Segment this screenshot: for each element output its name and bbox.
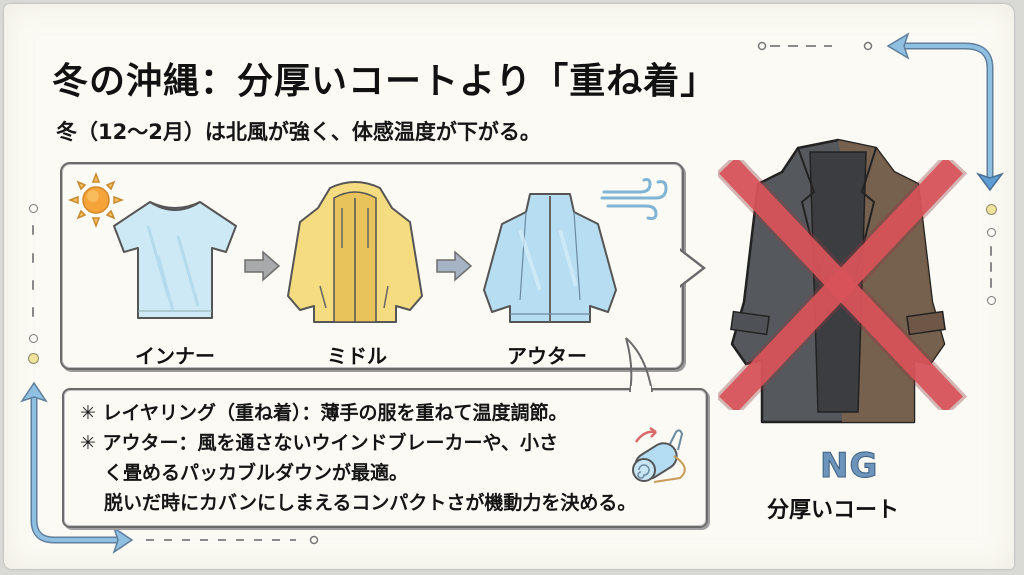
- wind-icon: [600, 178, 668, 220]
- note-line-4: 脱いだ時にカバンにしまえるコンパクトさが機動力を決める。: [104, 492, 637, 514]
- hoodie-icon: [287, 181, 423, 323]
- curved-arrow-bottom-left-icon: [20, 381, 319, 554]
- connector-dot: [986, 204, 997, 215]
- ng-badge: NG: [819, 446, 879, 487]
- packable-roll-icon: [632, 426, 686, 483]
- connector-dash: [32, 280, 34, 290]
- curved-arrow-top-right-icon: [757, 32, 1005, 192]
- page-subtitle: 冬（12〜2月）は北風が強く、体感温度が下がる。: [56, 120, 541, 144]
- connector-dot: [29, 334, 38, 343]
- speech-bubble-tip: [625, 337, 653, 394]
- connector-dash: [32, 253, 34, 263]
- ng-cross-icon: [718, 160, 968, 410]
- connector-dot: [28, 353, 39, 364]
- connector-dash: [32, 225, 34, 235]
- page-title: 冬の沖縄：分厚いコートより「重ね着」: [52, 61, 718, 102]
- note-line-3: く畳めるパッカブルダウンが最適。: [104, 462, 409, 484]
- arrow-right-icon: [436, 250, 473, 282]
- layer-label-outer: アウター: [507, 344, 587, 368]
- notes-text: ✳ レイヤリング（重ね着）：薄手の服を重ねて温度調節。 ✳ アウター：風を通さな…: [80, 398, 636, 518]
- connector-dot: [987, 296, 996, 305]
- tshirt-icon: [113, 201, 237, 319]
- note-line-2: ✳ アウター：風を通さないウインドブレーカーや、小さ: [80, 432, 558, 454]
- note-line-1: ✳ レイヤリング（重ね着）：薄手の服を重ねて温度調節。: [80, 402, 568, 424]
- connector-dot: [987, 228, 996, 237]
- arrow-right-icon: [244, 250, 281, 282]
- sun-icon: [68, 172, 124, 228]
- speech-bubble-tip-fill: [680, 251, 702, 285]
- notes-panel: [62, 388, 708, 528]
- windbreaker-jacket-icon: [483, 193, 617, 323]
- connector-dash: [990, 278, 992, 288]
- connector-dash: [990, 262, 992, 272]
- connector-dot: [29, 204, 38, 213]
- connector-dash: [32, 307, 34, 317]
- layer-label-middle: ミドル: [327, 344, 387, 368]
- layer-label-inner: インナー: [135, 344, 215, 368]
- connector-dash: [990, 246, 992, 256]
- ng-label: 分厚いコート: [767, 498, 900, 523]
